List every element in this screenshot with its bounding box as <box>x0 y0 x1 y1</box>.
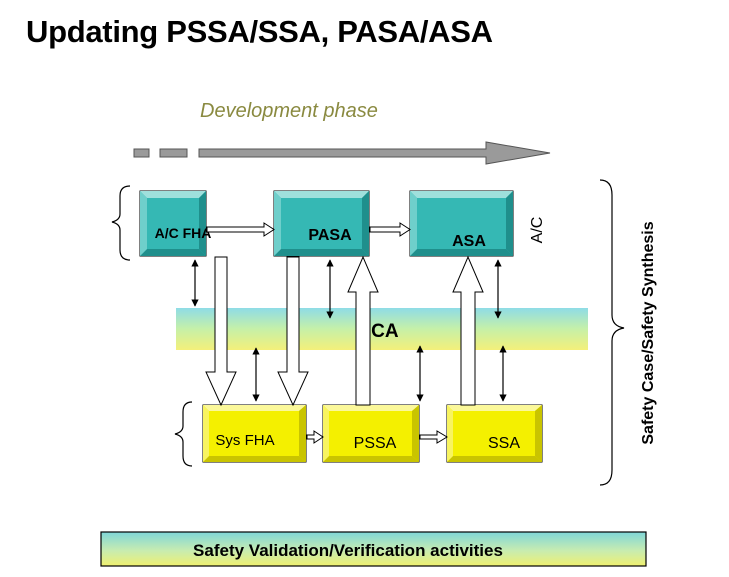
box-pasa: PASA <box>273 190 370 257</box>
ac-label: A/C <box>529 217 546 244</box>
box-label: ASA <box>452 233 486 250</box>
box-label: Sys FHA <box>215 432 274 449</box>
box-label: PASA <box>308 227 352 244</box>
box-pssa: PSSA <box>322 404 420 463</box>
box-ssa: SSA <box>446 404 543 463</box>
box-label: PSSA <box>354 435 397 452</box>
arrow-sysfha-to-pssa <box>306 430 324 444</box>
box-asa: ASA <box>409 190 514 257</box>
arrow-acfha-to-sysfha <box>205 256 237 407</box>
cca-band <box>176 308 588 350</box>
box-ac-fha: A/C FHA <box>139 190 212 257</box>
footer-bar <box>100 531 647 567</box>
safety-case-label: Safety Case/Safety Synthesis <box>640 221 657 444</box>
page-title: Updating PSSA/SSA, PASA/ASA <box>26 14 493 49</box>
box-sys-fha: Sys FHA <box>202 404 307 463</box>
ac-level-brace <box>111 185 131 261</box>
arrow-pssa-to-ssa <box>419 430 448 444</box>
safety-case-brace <box>599 179 625 486</box>
cca-connectors <box>191 259 507 402</box>
footer-label: Safety Validation/Verification activitie… <box>193 541 503 560</box>
box-label: A/C FHA <box>155 225 212 241</box>
box-label: SSA <box>488 435 520 452</box>
phase-label: Development phase <box>200 100 378 122</box>
arrow-ssa-to-asa <box>452 255 484 406</box>
system-level-brace <box>174 401 193 467</box>
arrow-acfha-to-pasa <box>206 222 275 237</box>
arrow-pasa-to-asa <box>369 222 411 237</box>
arrow-pssa-to-pasa <box>347 255 379 406</box>
development-phase-arrow <box>133 141 551 165</box>
arrow-pasa-to-sysfha <box>277 256 309 407</box>
